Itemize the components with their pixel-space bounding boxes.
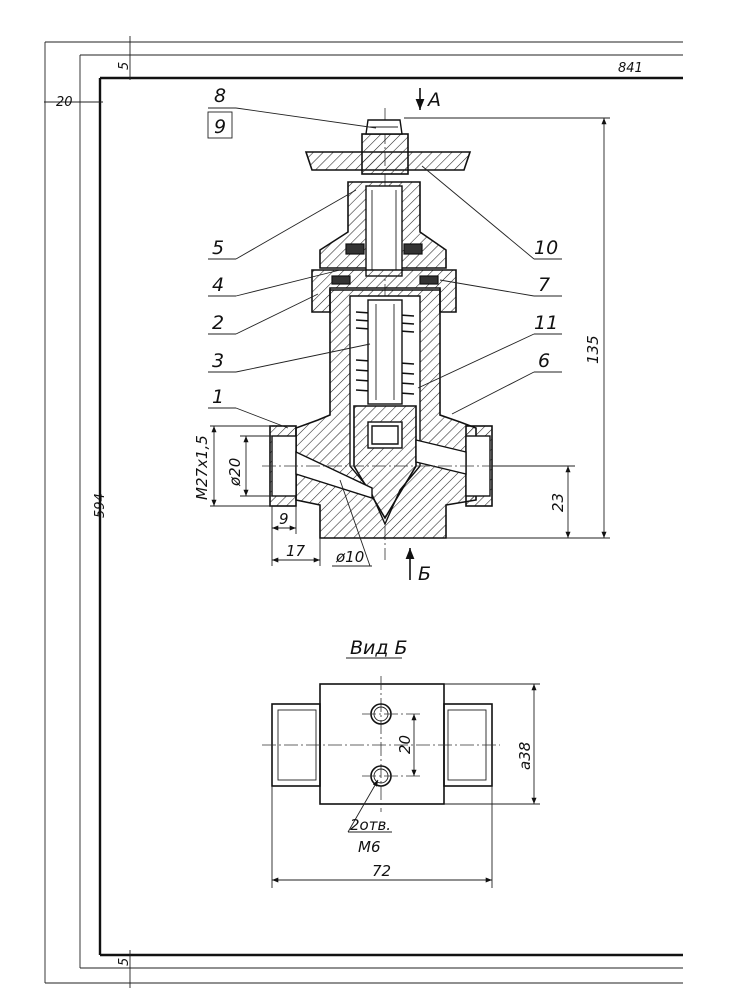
hole-dimension: ø10 — [335, 548, 364, 566]
view-b-title: Вид Б — [350, 637, 408, 659]
margin-top-label: 5 — [117, 62, 132, 70]
part-leaders — [207, 107, 562, 429]
part-number-4: 4 — [212, 274, 224, 296]
view-b-spacing-dimension: 20 — [396, 735, 414, 754]
part-number-10: 10 — [534, 237, 558, 259]
height-135-dimension: 135 — [584, 335, 602, 364]
part-number-2: 2 — [212, 312, 224, 334]
sheet-frame — [44, 36, 683, 988]
part-number-7: 7 — [538, 274, 550, 296]
valve-section — [262, 108, 512, 560]
part-number-1: 1 — [212, 386, 224, 408]
view-b-thread-note: M6 — [358, 838, 381, 856]
part-number-11: 11 — [534, 312, 558, 334]
view-arrow-a-label: A — [426, 89, 441, 111]
view-b-dimensions — [271, 683, 540, 888]
sheet-height-label: 594 — [93, 493, 108, 518]
part-number-9: 9 — [214, 116, 226, 138]
part-number-5: 5 — [212, 237, 224, 259]
height-23-dimension: 23 — [549, 493, 567, 512]
view-b-side-dimension: a38 — [516, 742, 534, 770]
view-b-hole-count-note: 2отв. — [350, 816, 391, 834]
main-dimensions — [210, 117, 610, 567]
stem — [367, 299, 403, 405]
margin-left-label: 20 — [56, 95, 73, 110]
thread-dimension: M27x1,5 — [193, 435, 211, 500]
width-17-dimension: 17 — [286, 542, 306, 560]
view-arrow-b-label: Б — [418, 563, 431, 585]
view-b-width-dimension: 72 — [372, 862, 391, 880]
view-b-drawing — [262, 676, 500, 812]
width-9-dimension: 9 — [279, 510, 289, 528]
part-number-6: 6 — [538, 350, 550, 372]
part-number-8: 8 — [214, 85, 226, 107]
part-number-3: 3 — [212, 350, 224, 372]
margin-bottom-label: 5 — [117, 958, 132, 966]
sheet-width-label: 841 — [618, 61, 643, 76]
bore-dimension: ø20 — [226, 458, 244, 487]
